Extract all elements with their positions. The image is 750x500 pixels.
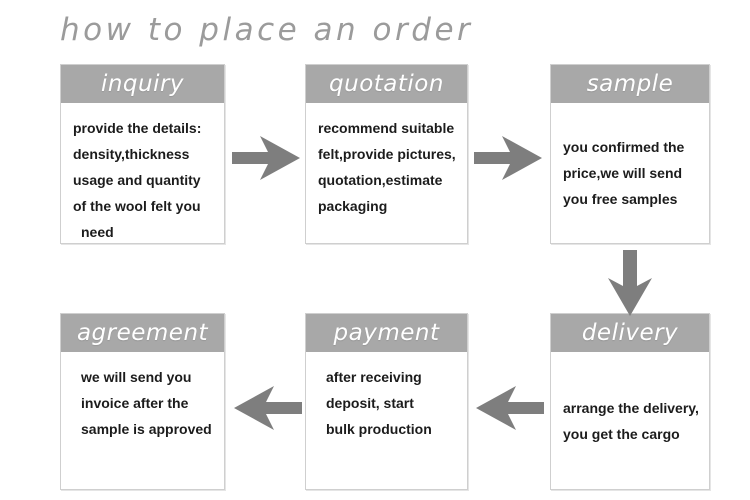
- node-header-quotation: quotation: [306, 65, 467, 103]
- node-text-line: bulk production: [326, 421, 432, 437]
- arrow-right-icon: [232, 133, 302, 183]
- page-title: how to place an order: [60, 12, 474, 48]
- node-title-inquiry: inquiry: [100, 71, 185, 97]
- node-text-line: deposit, start: [326, 395, 414, 411]
- node-title-agreement: agreement: [76, 320, 209, 346]
- flow-node-payment: payment after receiving deposit, start b…: [305, 313, 468, 490]
- node-text-line: quotation,estimate: [318, 172, 443, 188]
- node-body-inquiry: provide the details: density,thickness u…: [61, 103, 224, 253]
- node-header-inquiry: inquiry: [61, 65, 224, 103]
- node-header-delivery: delivery: [551, 314, 709, 352]
- node-body-quotation: recommend suitable felt,provide pictures…: [306, 103, 467, 227]
- arrow-left-icon: [474, 383, 544, 433]
- flow-node-delivery: delivery arrange the delivery, you get t…: [550, 313, 710, 490]
- node-text-line: invoice after the: [81, 395, 189, 411]
- node-text-line: price,we will send: [563, 165, 683, 181]
- node-title-quotation: quotation: [329, 71, 444, 97]
- node-text-line: need: [81, 224, 114, 240]
- arrow-right-icon: [474, 133, 544, 183]
- node-text-line: sample is approved: [81, 421, 212, 437]
- flow-node-sample: sample you confirmed the price,we will s…: [550, 64, 710, 244]
- node-header-sample: sample: [551, 65, 709, 103]
- arrow-left-icon: [232, 383, 302, 433]
- node-title-payment: payment: [333, 320, 440, 346]
- node-text-line: density,thickness: [73, 146, 190, 162]
- node-body-payment: after receiving deposit, start bulk prod…: [306, 352, 467, 450]
- node-text-line: you free samples: [563, 191, 678, 207]
- node-title-delivery: delivery: [581, 320, 679, 346]
- node-body-delivery: arrange the delivery, you get the cargo: [551, 352, 709, 489]
- node-text-line: recommend suitable: [318, 120, 455, 136]
- node-text-line: packaging: [318, 198, 388, 214]
- node-text-line: usage and quantity: [73, 172, 201, 188]
- node-text-line: arrange the delivery,: [563, 399, 699, 416]
- node-text-line: you get the cargo: [563, 425, 680, 442]
- flow-node-agreement: agreement we will send you invoice after…: [60, 313, 225, 490]
- node-text-line: you confirmed the: [563, 139, 685, 155]
- flow-node-quotation: quotation recommend suitable felt,provid…: [305, 64, 468, 244]
- node-text-line: felt,provide pictures,: [318, 146, 456, 162]
- arrow-down-icon: [605, 250, 655, 318]
- node-text-line: provide the details:: [73, 120, 202, 136]
- node-header-payment: payment: [306, 314, 467, 352]
- node-header-agreement: agreement: [61, 314, 224, 352]
- node-text-line: after receiving: [326, 369, 422, 385]
- node-body-agreement: we will send you invoice after the sampl…: [61, 352, 224, 450]
- node-title-sample: sample: [586, 71, 674, 97]
- node-text-line: we will send you: [81, 369, 192, 385]
- flow-node-inquiry: inquiry provide the details: density,thi…: [60, 64, 225, 244]
- node-body-sample: you confirmed the price,we will send you…: [551, 103, 709, 243]
- node-text-line: of the wool felt you: [73, 198, 201, 214]
